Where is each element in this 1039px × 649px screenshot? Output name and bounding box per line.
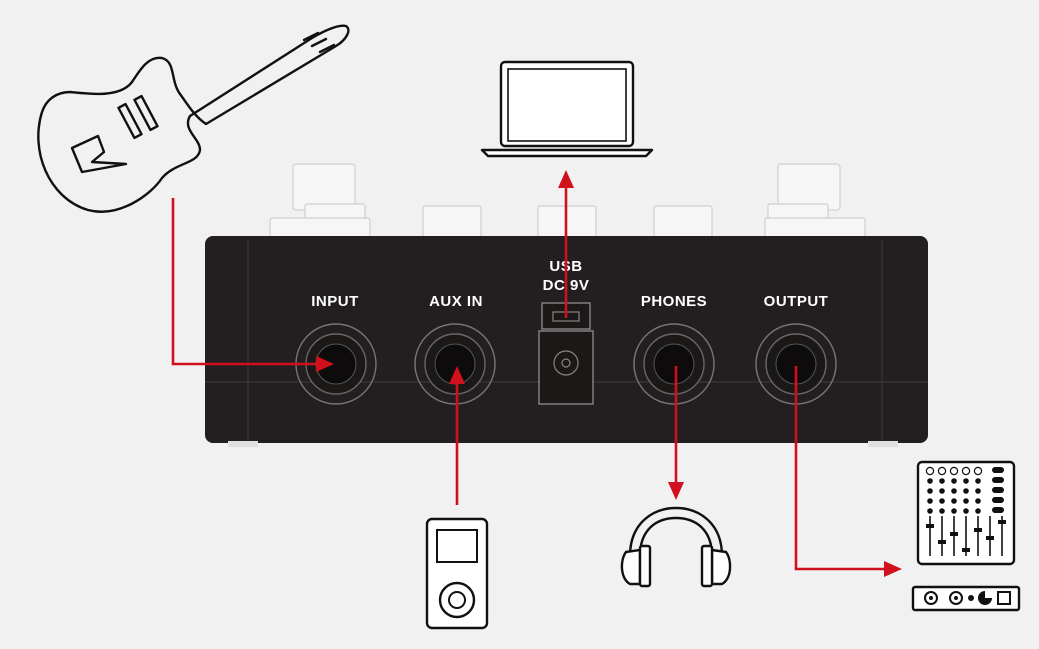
mixer-knob xyxy=(939,498,945,504)
mixer-send-knob xyxy=(992,487,1004,493)
phones-port-label: PHONES xyxy=(641,293,707,310)
mixer-knob xyxy=(963,508,969,514)
usb-dc-socket xyxy=(538,302,594,405)
mixer-knob xyxy=(951,488,957,494)
mixer-knob xyxy=(949,466,959,476)
mixer-knob xyxy=(951,478,957,484)
mixer-faders xyxy=(926,516,1006,556)
mixer-knob xyxy=(925,466,935,476)
phones-jack xyxy=(633,323,715,405)
mixer-fader-cap xyxy=(950,532,958,536)
mixer-fader-cap xyxy=(986,536,994,540)
media-player-icon xyxy=(425,517,489,630)
mixer-fader-cap xyxy=(962,548,970,552)
mixer-knob xyxy=(975,478,981,484)
mixer-knob xyxy=(927,488,933,494)
headphones-icon xyxy=(620,506,732,588)
mixer-fader-cap xyxy=(926,524,934,528)
aux-in-jack xyxy=(414,323,496,405)
mixer-knob xyxy=(939,508,945,514)
mixer-send-knob xyxy=(992,497,1004,503)
output-jack xyxy=(755,323,837,405)
mixer-knob xyxy=(975,488,981,494)
mixer-knob xyxy=(927,508,933,514)
mixer-send-knob xyxy=(992,467,1004,473)
aux-in-port-label: AUX IN xyxy=(429,293,483,310)
mixer-knob xyxy=(961,466,971,476)
mixer-knob xyxy=(927,498,933,504)
mixer-fader-cap xyxy=(998,520,1006,524)
mixer-send-knob xyxy=(992,507,1004,513)
mixer-knob xyxy=(963,478,969,484)
output-port-label: OUTPUT xyxy=(764,293,829,310)
laptop-icon xyxy=(480,60,654,158)
mixer-fader-cap xyxy=(938,540,946,544)
guitar-icon xyxy=(37,24,350,213)
mixer-knob xyxy=(939,478,945,484)
mixer-knobs xyxy=(925,466,1004,514)
mixer-knob xyxy=(973,466,983,476)
mixer-send-knob xyxy=(992,477,1004,483)
mixer-knob xyxy=(937,466,947,476)
input-port-label: INPUT xyxy=(311,293,359,310)
mixer-knob xyxy=(975,498,981,504)
amp-device: INPUT AUX IN USB DC 9V PHONES OUTPUT xyxy=(205,236,928,447)
mixer-knob xyxy=(963,498,969,504)
output-to-mixer-cable xyxy=(794,366,886,571)
mixer-knob xyxy=(975,508,981,514)
mixer-fader-cap xyxy=(974,528,982,532)
mixer-knob xyxy=(963,488,969,494)
mixer-knob xyxy=(927,478,933,484)
input-jack xyxy=(295,323,377,405)
mixer-knob xyxy=(951,498,957,504)
mixer-knob xyxy=(951,508,957,514)
mixer-knob xyxy=(939,488,945,494)
mixer-icon xyxy=(911,460,1021,612)
cables xyxy=(171,170,902,577)
guitar-to-input-cable xyxy=(171,198,318,366)
rear-controls xyxy=(269,163,866,241)
